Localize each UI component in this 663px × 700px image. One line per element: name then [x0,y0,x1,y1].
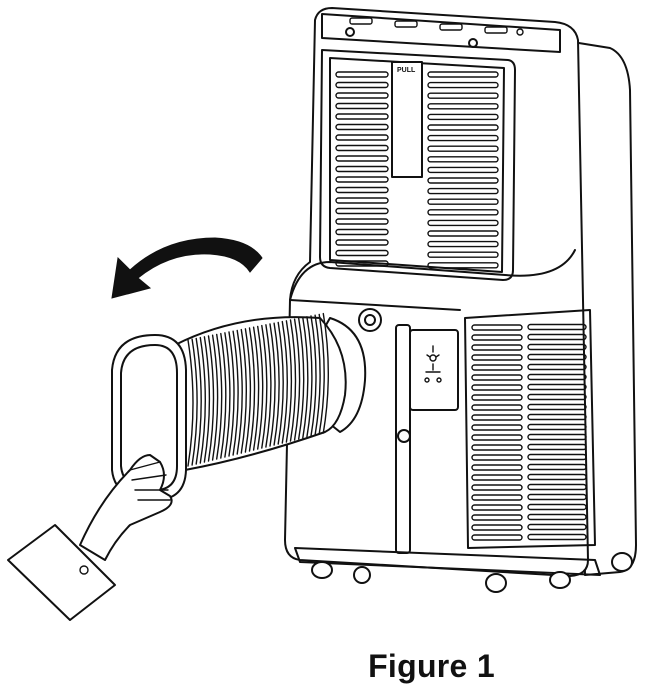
knob-icon-inner [364,314,376,326]
exhaust-housing [289,249,576,301]
hose-ribs [187,312,329,467]
fan-icon [424,345,442,383]
casters [311,552,633,593]
screw-icon [468,38,478,48]
rotate-arrow-icon [111,237,263,299]
screw-icon [345,27,355,37]
lower-grille-frame [464,309,596,549]
filter-pull-tab [391,61,423,178]
knob-icon [358,308,382,332]
top-buttons [349,17,524,36]
unit-base [294,547,601,576]
slot-latch-icon [397,429,411,443]
control-panel [409,329,459,411]
filter-slats [335,71,499,269]
hand-fingers [129,461,171,501]
cuff-button-icon [79,565,89,575]
filter-inner [329,57,505,273]
figure-caption: Figure 1 [368,648,495,684]
exhaust-housing-lip [289,299,461,311]
top-control-strip [321,13,561,53]
lower-grille-slats [471,323,587,541]
filter-pull-label: PULL [397,67,416,74]
sleeve-cuff [7,524,116,621]
